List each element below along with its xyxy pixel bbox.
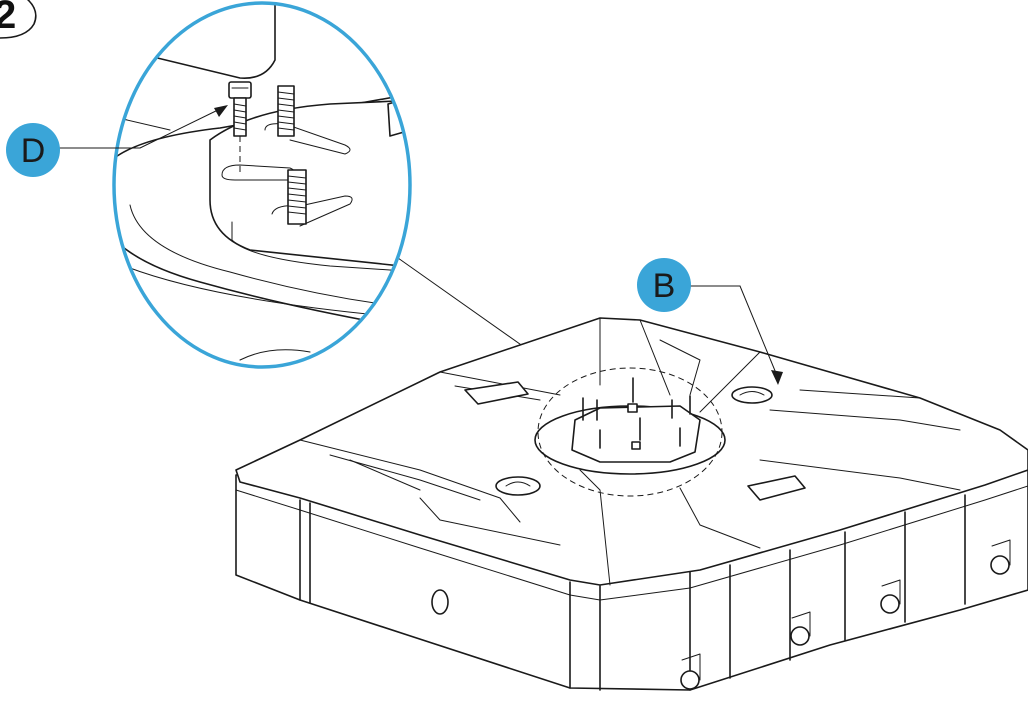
umbrella-base bbox=[235, 317, 1028, 691]
drain-plug bbox=[431, 589, 449, 615]
handle-bracket-left bbox=[464, 381, 529, 405]
mounting-plate bbox=[571, 405, 701, 463]
magnifier-detail bbox=[112, 1, 412, 369]
wheels bbox=[680, 539, 1011, 690]
fill-cap-left bbox=[495, 476, 541, 496]
callout-d-label: D bbox=[21, 132, 46, 170]
detail-circle bbox=[537, 367, 723, 497]
screw-d bbox=[228, 81, 252, 172]
callout-b: B bbox=[637, 258, 783, 385]
callout-b-circle bbox=[637, 258, 691, 312]
callout-d-circle bbox=[6, 123, 60, 177]
bolt-group bbox=[582, 377, 691, 450]
screw-upper bbox=[277, 85, 295, 137]
magnifier-ring bbox=[112, 1, 412, 369]
handle-bracket-right bbox=[747, 475, 806, 501]
step-badge: 2 bbox=[0, 0, 37, 39]
step-number: 2 bbox=[0, 0, 16, 37]
callout-d: D bbox=[6, 105, 228, 177]
fill-cap-right bbox=[731, 386, 773, 404]
screw-lower bbox=[287, 169, 307, 225]
callout-b-label: B bbox=[653, 267, 676, 305]
